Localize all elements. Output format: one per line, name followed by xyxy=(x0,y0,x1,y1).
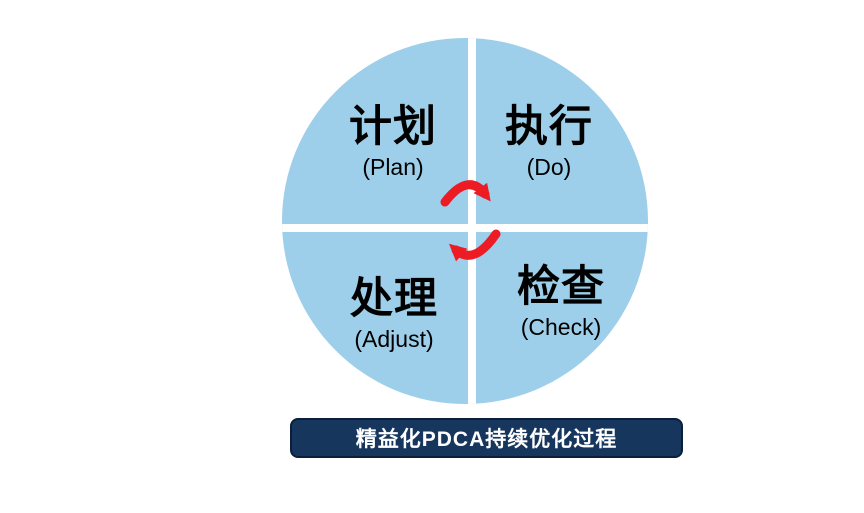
quadrant-adjust: 处理 (Adjust) xyxy=(294,275,494,352)
pdca-circle xyxy=(282,38,648,404)
quadrant-check: 检查 (Check) xyxy=(461,263,661,340)
quadrant-plan-subtitle: (Plan) xyxy=(362,154,424,180)
quadrant-do-subtitle: (Do) xyxy=(526,154,572,180)
caption-banner: 精益化PDCA持续优化过程 xyxy=(290,418,683,458)
quadrant-adjust-subtitle: (Adjust) xyxy=(354,326,434,352)
quadrant-plan-title: 计划 xyxy=(349,103,437,151)
quadrant-plan: 计划 (Plan) xyxy=(293,103,493,180)
quadrant-adjust-title: 处理 xyxy=(350,275,438,323)
quadrant-do-title: 执行 xyxy=(505,103,593,151)
vertical-divider-line xyxy=(468,38,476,404)
quadrant-check-title: 检查 xyxy=(517,263,605,311)
horizontal-divider-line xyxy=(282,224,648,232)
caption-text: 精益化PDCA持续优化过程 xyxy=(355,428,618,451)
quadrant-check-subtitle: (Check) xyxy=(520,314,602,340)
quadrant-do: 执行 (Do) xyxy=(449,103,649,180)
